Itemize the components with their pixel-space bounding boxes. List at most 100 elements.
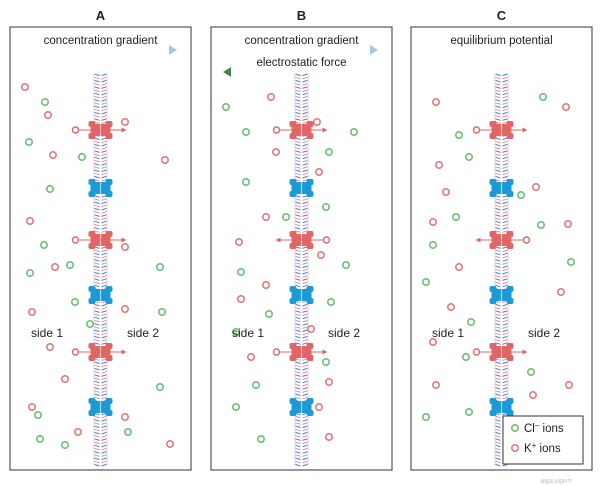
chloride-ion [24, 138, 33, 147]
potassium-ion [237, 294, 246, 303]
potassium-ion [564, 380, 573, 389]
side-2-label: side 2 [528, 326, 560, 340]
chloride-ion [536, 221, 545, 230]
potassium-ion [74, 427, 83, 436]
chloride-ion [25, 268, 34, 277]
potassium-ion [561, 103, 570, 112]
potassium-ion [324, 432, 333, 441]
potassium-ion [306, 324, 315, 333]
banner-label: concentration gradient [44, 35, 159, 47]
panel-letter: B [297, 8, 306, 23]
legend-label: K+ ions [524, 441, 561, 455]
potassium-ion [324, 377, 333, 386]
chloride-ion [232, 327, 241, 336]
potassium-ion [431, 98, 440, 107]
chloride-ion [237, 267, 246, 276]
potassium-ion [528, 390, 537, 399]
potassium-ion [247, 352, 256, 361]
arrowhead [223, 67, 231, 77]
potassium-ion [312, 118, 321, 127]
legend: Cl– ions K+ ions [502, 415, 584, 465]
chloride-ion [538, 93, 547, 102]
potassium-channel [289, 121, 314, 139]
chloride-channel [88, 398, 113, 416]
potassium-ion [531, 183, 540, 192]
potassium-ion [428, 218, 437, 227]
chloride-channel [289, 398, 314, 416]
chloride-ion [35, 434, 44, 443]
chloride-ion [451, 213, 460, 222]
chloride-ion [324, 148, 333, 157]
potassium-ion [434, 161, 443, 170]
k-flux-arrow [472, 348, 528, 356]
chloride-ion [222, 103, 231, 112]
arrowhead [169, 45, 177, 55]
chloride-ion [39, 241, 48, 250]
chloride-channel [88, 179, 113, 197]
panel-frame [9, 26, 192, 471]
chloride-ion [60, 440, 69, 449]
equilibrium-label: equilibrium potential [450, 35, 552, 47]
chloride-ion [349, 128, 358, 137]
chloride-ion [232, 402, 241, 411]
k-flux-arrow [71, 126, 127, 134]
chloride-ion [252, 380, 261, 389]
chloride-channel [489, 286, 514, 304]
potassium-ion [431, 380, 440, 389]
chloride-ion [33, 410, 42, 419]
chloride-ion [158, 307, 167, 316]
potassium-ion [261, 213, 270, 222]
potassium-ion [563, 220, 572, 229]
legend-label: Cl– ions [524, 421, 564, 435]
side-2-label: side 2 [328, 326, 360, 340]
chloride-channel [489, 398, 514, 416]
potassium-ion [20, 83, 29, 92]
potassium-ion [428, 337, 437, 346]
k-flux-arrow [71, 236, 127, 244]
banner-label: concentration gradient [245, 35, 360, 47]
potassium-ion [556, 287, 565, 296]
potassium-ion [161, 156, 170, 165]
chloride-ion [281, 213, 290, 222]
potassium-ion [121, 243, 130, 252]
chloride-ion [156, 262, 165, 271]
chloride-ion [326, 297, 335, 306]
chloride-ion [321, 357, 330, 366]
potassium-ion [166, 439, 175, 448]
chloride-ion [466, 317, 475, 326]
side-1-label: side 1 [232, 326, 264, 340]
arrowhead [370, 45, 378, 55]
panel-letter: A [96, 8, 106, 23]
credit-watermark: 搜狐号@脑科学 [540, 478, 572, 485]
potassium-ion [43, 111, 52, 120]
chloride-channel [289, 179, 314, 197]
chloride-ion [124, 427, 133, 436]
chloride-ion [464, 407, 473, 416]
k-flux-arrow [472, 126, 528, 134]
potassium-legend-icon [510, 443, 519, 452]
k-flux-arrow [71, 348, 127, 356]
chloride-legend-icon [510, 423, 519, 432]
potassium-ion [441, 188, 450, 197]
chloride-ion [526, 367, 535, 376]
panel-frame [210, 26, 393, 471]
potassium-ion [314, 168, 323, 177]
potassium-ion [271, 148, 280, 157]
chloride-ion [66, 260, 75, 269]
potassium-channel [289, 343, 314, 361]
chloride-channel [489, 179, 514, 197]
k-flux-arrow [272, 126, 328, 134]
chloride-ion [40, 98, 49, 107]
panel-letter: C [497, 8, 507, 23]
potassium-ion [454, 262, 463, 271]
chloride-ion [264, 309, 273, 318]
side-2-label: side 2 [127, 326, 159, 340]
chloride-ion [566, 257, 575, 266]
potassium-ion [261, 280, 270, 289]
chloride-ion [421, 277, 430, 286]
k-flux-arrow [272, 348, 328, 356]
chloride-ion [156, 382, 165, 391]
potassium-ion [316, 251, 325, 260]
chloride-ion [242, 178, 251, 187]
chloride-ion [242, 128, 251, 137]
